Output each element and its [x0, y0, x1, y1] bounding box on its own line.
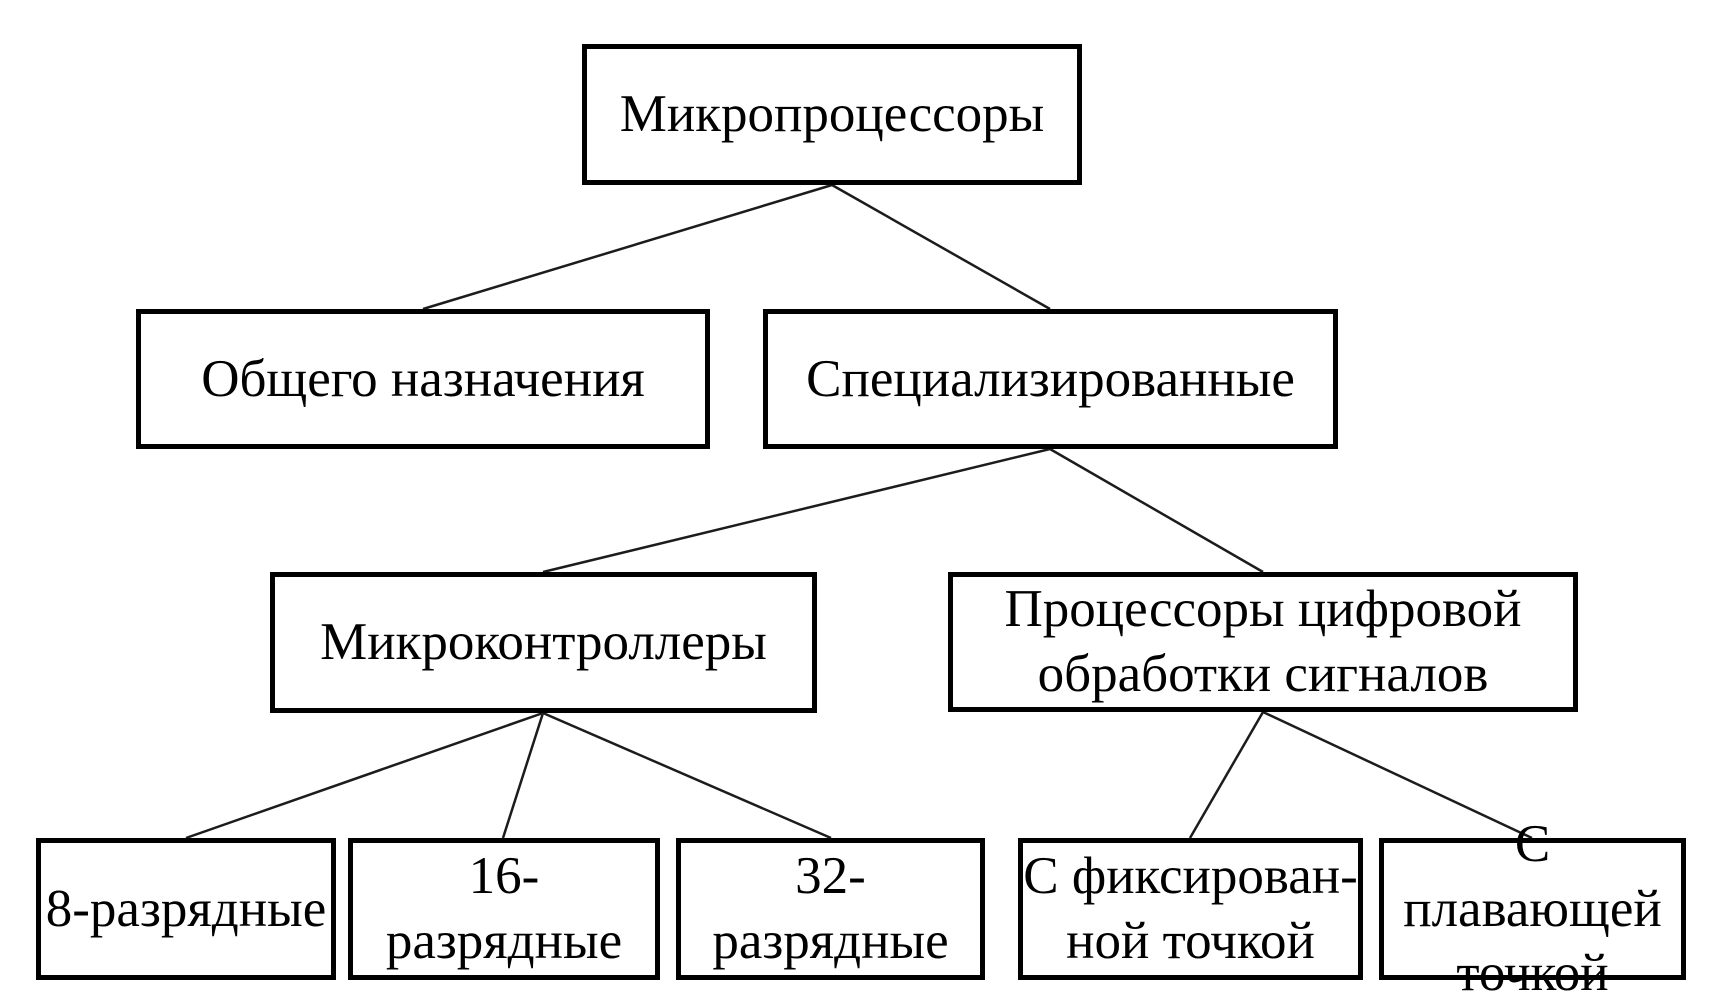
node-floating-point: С плавающей точкой — [1379, 815, 1686, 1002]
edge-mcu-bit16 — [501, 712, 545, 839]
node-microcontrollers: Микроконтроллеры — [270, 572, 817, 713]
node-digital-signal-processors: Процессоры цифровой обработки сигналов — [948, 572, 1578, 712]
edge-mcu-bit8 — [185, 711, 544, 840]
edge-root-general — [422, 183, 833, 311]
edge-special-mcu — [542, 447, 1051, 574]
edge-dsp-fixed — [1188, 711, 1265, 839]
node-general-purpose: Общего назначения — [136, 309, 710, 449]
node-8-bit: 8-разрядные — [36, 838, 336, 980]
node-16-bit: 16-разрядные — [348, 838, 660, 980]
node-fixed-point: С фиксирован- ной точкой — [1018, 838, 1363, 980]
edge-dsp-floating — [1262, 710, 1533, 840]
edge-mcu-bit32 — [542, 711, 832, 840]
node-specialized: Специализированные — [763, 309, 1338, 449]
node-microprocessors: Микропроцессоры — [582, 44, 1082, 185]
node-32-bit: 32-разрядные — [676, 838, 985, 980]
edge-root-special — [831, 183, 1051, 311]
edge-special-dsp — [1049, 447, 1264, 574]
